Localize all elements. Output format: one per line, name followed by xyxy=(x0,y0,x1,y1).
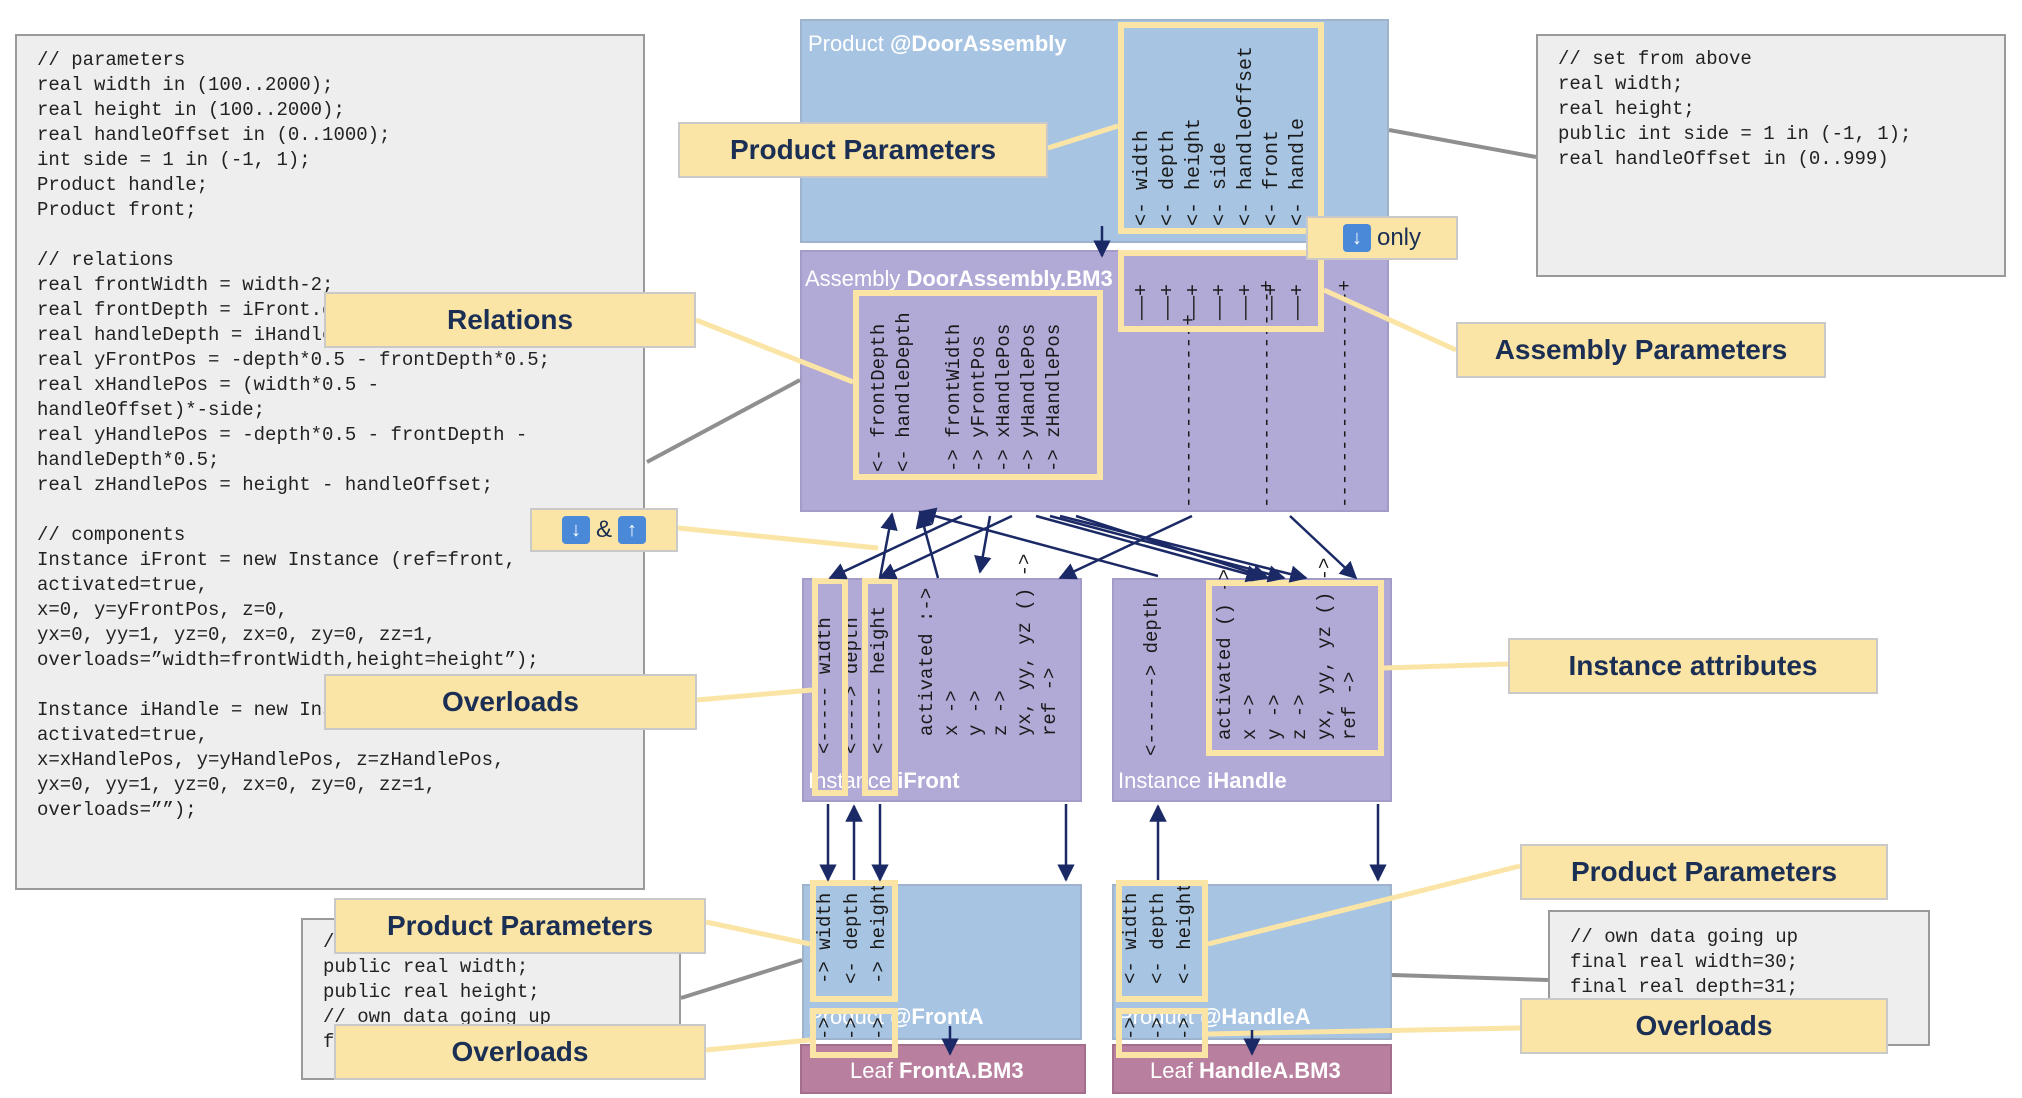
highlight-ifront-width xyxy=(812,578,848,796)
up-arrow-icon: ↑ xyxy=(618,516,646,544)
code-line: Product front; xyxy=(37,199,197,221)
instance-ifront: Instance iFront xyxy=(802,578,1082,802)
block-label: Instance iHandle xyxy=(1118,768,1287,793)
code-line: real height in (100..2000); xyxy=(37,99,345,121)
highlight-relations xyxy=(853,290,1103,480)
code-line: yx=0, yy=1, yz=0, zx=0, zy=0, zz=1, xyxy=(37,624,437,646)
code-line: real frontWidth = width-2; xyxy=(37,274,334,296)
code-line: real height; xyxy=(1558,98,1695,120)
code-line: yx=0, yy=1, yz=0, zx=0, zy=0, zz=1, xyxy=(37,774,437,796)
code-line: final real width=30; xyxy=(1570,951,1799,973)
code-line: Instance iFront = new Instance (ref=fron… xyxy=(37,549,516,571)
code-line: public real width; xyxy=(323,956,529,978)
code-line: overloads=”width=frontWidth,height=heigh… xyxy=(37,649,539,671)
block-label: Product @DoorAssembly xyxy=(808,31,1067,56)
code-line: public real height; xyxy=(323,981,540,1003)
code-line: real width in (100..2000); xyxy=(37,74,334,96)
callout-overloads-mid: Overloads xyxy=(324,674,697,730)
code-line: Product handle; xyxy=(37,174,209,196)
code-line: real handleOffset in (0..999) xyxy=(1558,148,1889,170)
code-line: real width; xyxy=(1558,73,1684,95)
code-line: // own data going up xyxy=(323,1006,552,1028)
code-line: final real depth=31; xyxy=(1570,976,1799,998)
highlight-handlea-overloads xyxy=(1116,1008,1208,1058)
code-line: handleDepth*0.5; xyxy=(37,449,220,471)
callout-product-parameters-bottom-right: Product Parameters xyxy=(1520,844,1888,900)
code-top-right: // set from above real width; real height;… xyxy=(1536,34,2006,277)
code-main: // parameters real width in (100..2000); r… xyxy=(15,34,645,890)
code-line: // parameters xyxy=(37,49,186,71)
code-line: real handleOffset in (0..1000); xyxy=(37,124,391,146)
callout-leader-lines xyxy=(677,123,1521,1053)
highlight-fronta-overloads xyxy=(810,1008,898,1058)
code-line: real yFrontPos = -depth*0.5 - frontDepth… xyxy=(37,349,551,371)
code-line: overloads=””); xyxy=(37,799,197,821)
callout-instance-attributes: Instance attributes xyxy=(1508,638,1878,694)
callout-assembly-parameters: Assembly Parameters xyxy=(1456,322,1826,378)
highlight-fronta-params xyxy=(810,880,898,1002)
instance-ihandle: Instance iHandle xyxy=(1112,578,1392,802)
code-line: real yHandlePos = -depth*0.5 - frontDept… xyxy=(37,424,528,446)
highlight-ihandle-attrs xyxy=(1206,580,1384,756)
callout-product-parameters-top: Product Parameters xyxy=(678,122,1048,178)
callout-both-ways-text: & xyxy=(595,516,612,543)
code-line: real xHandlePos = (width*0.5 - xyxy=(37,374,380,396)
block-label: Instance iFront xyxy=(808,768,960,793)
callout-only: ↓only xyxy=(1306,216,1458,260)
code-leader-lines xyxy=(646,128,1549,1000)
callout-both-ways: ↓&↑ xyxy=(530,508,678,552)
code-line: public int side = 1 in (-1, 1); xyxy=(1558,123,1912,145)
down-arrow-icon: ↓ xyxy=(561,516,590,544)
callout-product-parameters-bottom-left: Product Parameters xyxy=(334,898,706,954)
callout-overloads-bottom-right: Overloads xyxy=(1520,998,1888,1054)
callout-only-text: only xyxy=(1376,224,1422,251)
highlight-handlea-params xyxy=(1116,880,1208,1002)
highlight-product-params xyxy=(1118,22,1324,234)
code-line: // set from above xyxy=(1558,48,1752,70)
code-line: real zHandlePos = height - handleOffset; xyxy=(37,474,494,496)
block-label: Assembly DoorAssembly.BM3 xyxy=(805,266,1113,291)
code-line: x=xHandlePos, y=yHandlePos, z=zHandlePos… xyxy=(37,749,505,771)
callout-overloads-bottom-left: Overloads xyxy=(334,1024,706,1080)
code-line: // own data going up xyxy=(1570,926,1799,948)
callout-relations: Relations xyxy=(324,292,696,348)
block-label: Leaf HandleA.BM3 xyxy=(1150,1058,1341,1083)
data-flow-arrows xyxy=(819,226,1387,1056)
code-line: handleOffset)*-side; xyxy=(37,399,266,421)
code-line: int side = 1 in (-1, 1); xyxy=(37,149,311,171)
code-line: x=0, y=yFrontPos, z=0, xyxy=(37,599,288,621)
code-line: // relations xyxy=(37,249,174,271)
highlight-ifront-height xyxy=(862,578,898,796)
highlight-assembly-params xyxy=(1118,250,1324,332)
block-label: Leaf FrontA.BM3 xyxy=(850,1058,1024,1083)
code-line: activated=true, xyxy=(37,724,209,746)
code-line: // components xyxy=(37,524,186,546)
code-line: activated=true, xyxy=(37,574,209,596)
down-arrow-icon: ↓ xyxy=(1342,224,1371,252)
